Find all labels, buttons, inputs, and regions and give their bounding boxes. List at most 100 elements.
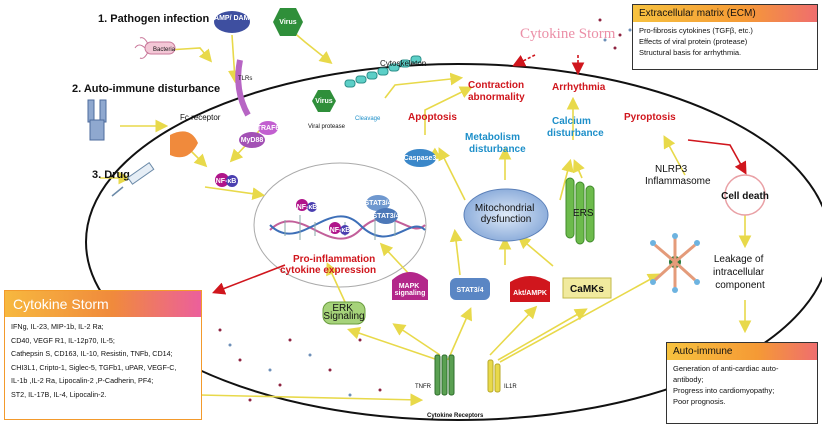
- mito-line: Mitochondrial: [475, 203, 534, 214]
- arrow: [572, 159, 585, 179]
- stat-icon: [366, 195, 390, 211]
- auto-immune-title: Auto-immune: [667, 343, 817, 360]
- cytokine-line: ST2, IL-17B, IL-4, Lipocalin-2.: [11, 389, 107, 399]
- mito-line: dysfunction: [481, 214, 532, 225]
- ecm-title: Extracellular matrix (ECM): [633, 5, 817, 22]
- metabolism-line: Metabolism: [465, 132, 520, 143]
- camks-label: CaMKs: [570, 284, 604, 295]
- cytokine-receptors-label: Cytokine Receptors: [427, 413, 484, 419]
- nlrp3-line: NLRP3: [655, 164, 688, 175]
- cytokine-line: IL-1b ,IL-2 Ra, Lipocalin-2 ,P-Cadherin,…: [11, 376, 154, 385]
- arrhythmia-label: Arrhythmia: [552, 82, 606, 93]
- auto-immune-line: Generation of anti-cardiac auto-: [673, 364, 779, 373]
- ers-icon: [565, 177, 595, 245]
- nfkb-nucleus-icon: [340, 225, 350, 235]
- stat-label: STAT3/4: [365, 200, 392, 207]
- auto-immune-line: Poor prognosis.: [673, 397, 726, 406]
- bacteria-icon: [134, 37, 176, 59]
- arrow: [227, 34, 241, 84]
- mapk-line: signaling: [395, 290, 426, 297]
- antibody-icon: [87, 99, 107, 141]
- erk-label: ERK Signaling: [323, 303, 364, 322]
- arrow: [447, 307, 472, 361]
- caspase-label: Caspase3: [404, 155, 437, 162]
- drug-heading: 3. Drug: [92, 169, 130, 181]
- pro-inflammation-line: Pro-inflammation: [293, 254, 375, 265]
- myd88-icon: [239, 132, 265, 148]
- ers-label: ERS: [573, 208, 594, 219]
- calcium-line: disturbance: [547, 128, 604, 139]
- stat34-icon: [450, 278, 490, 300]
- arrow: [663, 135, 686, 176]
- cell-death-label: Cell death: [721, 191, 769, 202]
- arrow: [438, 147, 466, 201]
- arrow: [326, 262, 346, 303]
- contraction-line: Contraction: [468, 80, 524, 91]
- erk-icon: [322, 301, 366, 325]
- cytokine-line: IFNg, IL-23, MIP-1b, IL-2 Ra;: [11, 322, 104, 331]
- caspase-icon: [404, 149, 436, 167]
- virus-label: Virus: [279, 19, 296, 26]
- arrow: [489, 305, 538, 356]
- nfkb-nucleus-label: NF-κB: [330, 227, 351, 234]
- cytokine-line: CD40, VEGF R1, IL-12p70, IL-5;: [11, 335, 115, 345]
- leakage-line: Leakage of: [714, 254, 764, 265]
- erk-line: Signaling: [323, 311, 364, 322]
- akt-icon: [510, 276, 550, 302]
- pro-inflammation-line: cytokine expression: [280, 265, 376, 276]
- tnfr-icon: [434, 354, 455, 396]
- virus-small-icon: [312, 90, 336, 112]
- leakage-line: component: [715, 280, 765, 291]
- arrow: [499, 273, 661, 363]
- cytokine-storm-box-title: Cytokine Storm: [5, 291, 201, 317]
- nlrp3-label: NLRP3 Inflammasome: [645, 164, 711, 187]
- cleavage-label: Cleavage: [355, 116, 381, 122]
- syringe-icon: [111, 161, 155, 197]
- leakage-label: Leakage of intracellular component: [713, 254, 767, 291]
- stat-icon: [374, 208, 398, 224]
- nfkb-nucleus-label: NF-κB: [297, 204, 318, 211]
- virus-small-label: Virus: [315, 98, 332, 105]
- arrow: [449, 228, 463, 276]
- arrow: [384, 72, 464, 99]
- arrow: [290, 29, 333, 64]
- calcium-label: Calcium disturbance: [547, 116, 604, 139]
- mapk-label: MAPK signaling: [395, 283, 426, 297]
- il1r-icon: [487, 359, 501, 393]
- cytoskeleton-label: Cytoskeleton: [380, 59, 426, 68]
- calcium-line: Calcium: [552, 116, 591, 127]
- ecm-line: Effects of viral protein (protease): [639, 37, 748, 46]
- stat34-label: STAT3/4: [457, 287, 484, 294]
- pamp-damp-label: PAMP/ DAMP: [210, 15, 255, 22]
- contraction-line: abnormality: [468, 92, 525, 103]
- cell-membrane: [85, 63, 822, 421]
- nfkb-nucleus-icon: [296, 199, 308, 211]
- inflammasome-icon: [650, 233, 700, 293]
- cytokine-storm-box-body: IFNg, IL-23, MIP-1b, IL-2 Ra; CD40, VEGF…: [5, 317, 201, 404]
- cytokine-line: CHI3L1, Cripto-1, Siglec-5, TGFb1, uPAR,…: [11, 362, 177, 372]
- metabolism-line: disturbance: [469, 144, 526, 155]
- arrow: [212, 264, 286, 295]
- mapk-icon: [392, 272, 428, 300]
- arrow: [512, 54, 536, 67]
- il1r-label: IL1R: [504, 384, 517, 390]
- auto-immune-body: Generation of anti-cardiac auto- antibod…: [667, 360, 817, 410]
- arrow: [424, 86, 473, 135]
- mapk-line: MAPK: [399, 283, 420, 290]
- arrow: [497, 308, 588, 361]
- erk-line: ERK: [332, 303, 353, 314]
- leakage-line: intracellular: [713, 267, 765, 278]
- nucleus-outline: [253, 162, 427, 288]
- cytokine-line: Cathepsin S, CD163, IL-10, Resistin, TNF…: [11, 349, 173, 358]
- contraction-label: Contraction abnormality: [468, 80, 527, 103]
- arrow: [559, 158, 574, 201]
- nfkb-nucleus-icon: [307, 202, 317, 212]
- virus-icon: [273, 8, 303, 36]
- arrow: [189, 149, 208, 168]
- auto-immune-box: Auto-immune Generation of anti-cardiac a…: [666, 342, 818, 424]
- bacteria-label: Bacteria: [153, 47, 176, 53]
- auto-immune-line: Progress into cardiomyopathy;: [673, 386, 775, 395]
- cytokine-storm-box: Cytokine Storm IFNg, IL-23, MIP-1b, IL-2…: [4, 290, 202, 420]
